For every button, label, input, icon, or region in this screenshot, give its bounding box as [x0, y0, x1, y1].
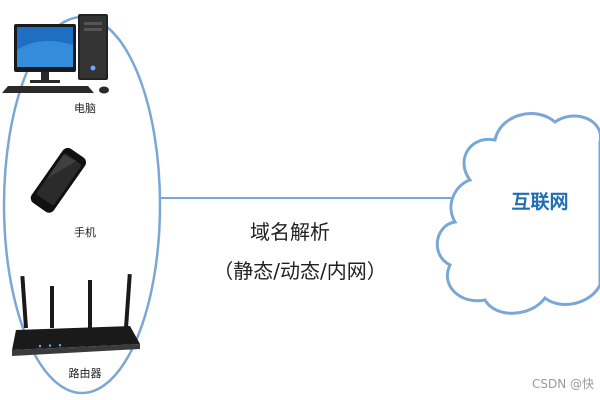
cloud-icon [435, 112, 600, 315]
desktop-computer-icon [2, 14, 109, 94]
device-label-router: 路由器 [68, 367, 102, 380]
connection-subtitle: （静态/动态/内网） [213, 259, 387, 283]
device-label-computer: 电脑 [74, 102, 96, 115]
watermark: CSDN @快 [531, 377, 594, 391]
device-label-phone: 手机 [74, 226, 96, 239]
connection-title: 域名解析 [250, 220, 330, 244]
smartphone-icon [30, 147, 87, 213]
cloud-label: 互联网 [511, 191, 569, 213]
router-icon [12, 273, 140, 356]
